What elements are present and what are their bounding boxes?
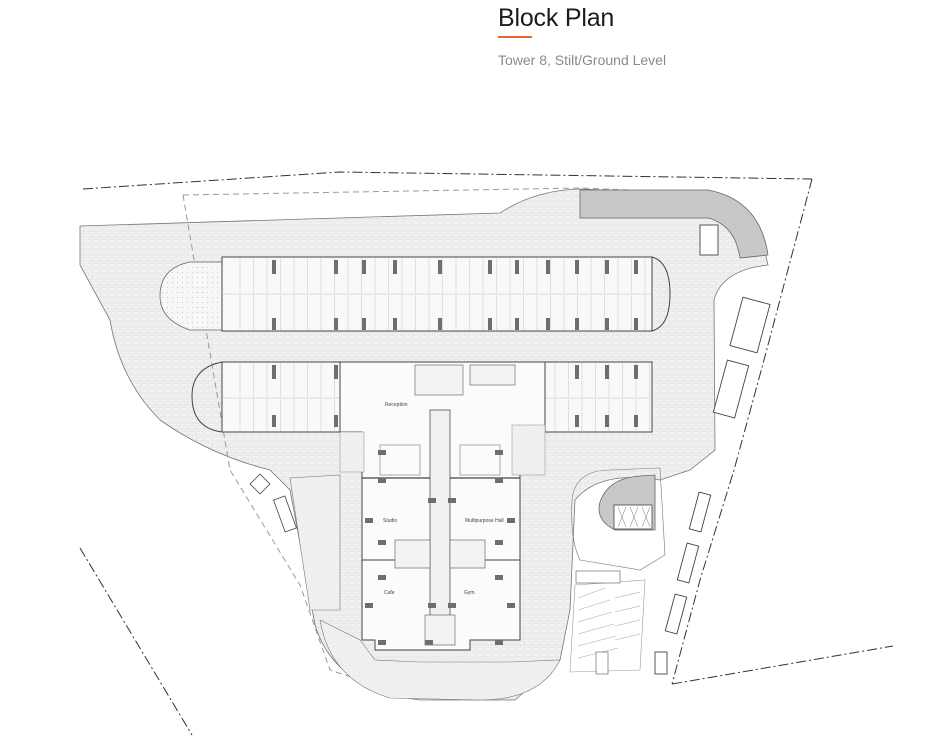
- structural-column: [488, 260, 492, 274]
- structural-column: [425, 640, 433, 645]
- room-label-studio: Studio: [383, 518, 397, 524]
- structural-column: [428, 603, 436, 608]
- tower-core: [339, 361, 546, 651]
- entrance-ramp: [579, 189, 769, 259]
- structural-column: [365, 518, 373, 523]
- structural-column: [495, 450, 503, 455]
- structural-column: [334, 365, 338, 379]
- structural-column: [362, 318, 366, 330]
- semicircular-structure: [571, 467, 666, 571]
- structural-column: [495, 478, 503, 483]
- structural-column: [272, 318, 276, 330]
- guard-kiosks: [249, 473, 297, 533]
- structural-column: [272, 365, 276, 379]
- structural-column: [448, 603, 456, 608]
- structural-column: [334, 318, 338, 330]
- structural-column: [378, 478, 386, 483]
- structural-column: [507, 603, 515, 608]
- page-subtitle: Tower 8, Stilt/Ground Level: [498, 52, 667, 68]
- structural-column: [428, 498, 436, 503]
- structural-column: [378, 450, 386, 455]
- structural-column: [438, 318, 442, 330]
- structural-column: [605, 318, 609, 330]
- structural-column: [575, 318, 579, 330]
- structural-column: [393, 260, 397, 274]
- structural-column: [605, 365, 609, 379]
- structural-column: [575, 260, 579, 274]
- structural-column: [393, 318, 397, 330]
- structural-column: [272, 415, 276, 427]
- structural-column: [605, 415, 609, 427]
- structural-column: [575, 415, 579, 427]
- structural-column: [378, 575, 386, 580]
- room-label-cafe: Cafe: [384, 590, 395, 596]
- structural-column: [634, 365, 638, 379]
- room-label-reception: Reception: [385, 402, 408, 408]
- structural-column: [515, 260, 519, 274]
- structural-column: [507, 518, 515, 523]
- structural-column: [634, 415, 638, 427]
- structural-column: [488, 318, 492, 330]
- structural-column: [546, 260, 550, 274]
- structural-column: [495, 640, 503, 645]
- lawn-area-south: [319, 619, 561, 701]
- structural-column: [272, 260, 276, 274]
- page-title: Block Plan: [498, 4, 615, 32]
- structural-column: [362, 260, 366, 274]
- landscape-court: [159, 261, 223, 331]
- structural-column: [634, 260, 638, 274]
- header: Block Plan Tower 8, Stilt/Ground Level: [498, 3, 666, 69]
- surface-parking: [569, 570, 646, 675]
- structural-column: [448, 498, 456, 503]
- title-accent-rule: [498, 36, 532, 38]
- structural-column: [365, 603, 373, 608]
- structural-column: [334, 415, 338, 427]
- structural-column: [605, 260, 609, 274]
- structural-column: [378, 540, 386, 545]
- structural-column: [378, 640, 386, 645]
- structural-column: [575, 365, 579, 379]
- structural-column: [634, 318, 638, 330]
- room-label-multipurpose-hall: Multipurpose Hall: [465, 518, 504, 524]
- lawn-area-west: [289, 474, 341, 611]
- structural-column: [495, 540, 503, 545]
- structural-column: [546, 318, 550, 330]
- site-boundary: [79, 171, 894, 736]
- structural-column: [515, 318, 519, 330]
- structural-column: [495, 575, 503, 580]
- utility-boxes: [654, 224, 771, 675]
- upper-parking-block: [221, 256, 671, 332]
- structural-column: [438, 260, 442, 274]
- structural-column: [334, 260, 338, 274]
- room-label-gym: Gym: [464, 590, 475, 596]
